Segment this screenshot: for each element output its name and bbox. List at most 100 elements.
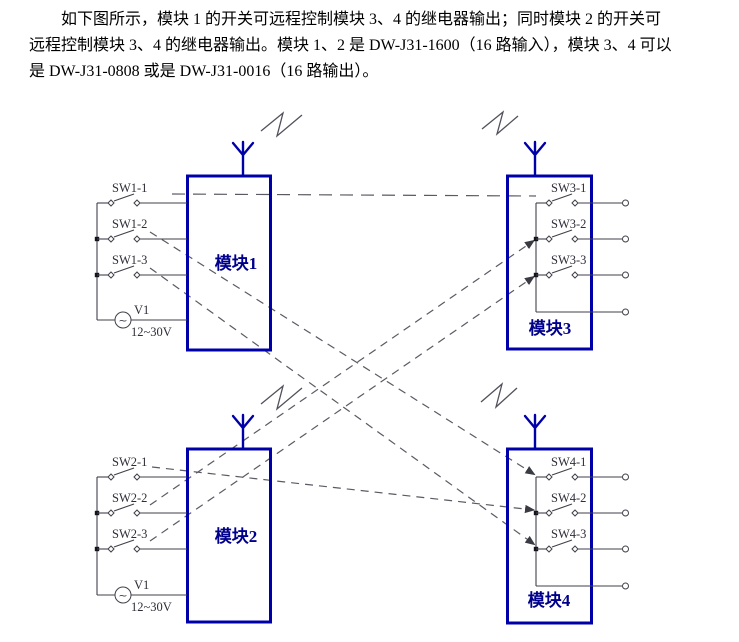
relay-sw3-2: SW3-2: [536, 217, 629, 243]
wireless-link-sw2-3-to-sw3-3: [149, 275, 535, 542]
antenna-icon: [523, 413, 547, 451]
power-label: V1: [134, 303, 149, 317]
switch-sw2-2: SW2-2: [97, 491, 187, 517]
switch-contact: [107, 545, 115, 553]
switch-blade: [551, 265, 573, 274]
switch-contact: [571, 199, 579, 207]
switch-label: SW1-2: [112, 217, 147, 231]
switch-label: SW3-3: [551, 253, 586, 267]
wireless-link-sw1-1-to-sw3-1: [171, 193, 537, 197]
source-symbol: ~: [118, 314, 127, 327]
switch-contact: [545, 473, 553, 481]
module-3-box: [506, 174, 593, 351]
switch-label: SW4-1: [551, 455, 586, 469]
relay-sw4-1: SW4-1: [536, 455, 629, 481]
relay-sw4-3: SW4-3: [536, 527, 629, 553]
module-3: 模块3 SW3-1 SW3-2: [481, 110, 629, 351]
module-4: 模块4 SW4-1 SW4-2: [480, 382, 629, 625]
power-label: V1: [134, 578, 149, 592]
module-3-label: 模块3: [529, 318, 572, 338]
rf-signal-icon: [480, 382, 518, 409]
switch-contact: [545, 509, 553, 517]
switch-contact: [571, 271, 579, 279]
intro-line: 远程控制模块 3、4 的继电器输出。模块 1、2 是 DW-J31-1600（1…: [29, 37, 672, 54]
module-2-box: [186, 447, 272, 624]
power-range: 12~30V: [131, 325, 172, 339]
switch-contact: [545, 235, 553, 243]
intro-paragraph: 如下图所示，模块 1 的开关可远程控制模块 3、4 的继电器输出；同时模块 2 …: [29, 7, 735, 85]
module-1-label: 模块1: [215, 253, 258, 273]
switch-label: SW2-2: [112, 491, 147, 505]
switch-blade: [551, 193, 573, 202]
switch-sw1-2: SW1-2: [97, 217, 187, 243]
switch-contact: [545, 199, 553, 207]
switch-blade: [113, 539, 135, 548]
power-range: 12~30V: [131, 600, 172, 614]
switch-blade: [551, 539, 573, 548]
switch-contact: [545, 545, 553, 553]
intro-line: 是 DW-J31-0808 或是 DW-J31-0016（16 路输出）。: [29, 63, 379, 80]
switch-blade: [551, 503, 573, 512]
power-source-v1: ~ V1 12~30V: [97, 578, 187, 614]
antenna-icon: [523, 140, 547, 178]
intro-line: 如下图所示，模块 1 的开关可远程控制模块 3、4 的继电器输出；同时模块 2 …: [61, 11, 662, 28]
switch-blade: [113, 229, 135, 238]
source-symbol: ~: [118, 589, 127, 602]
switch-label: SW1-1: [112, 181, 147, 195]
switch-contact: [571, 235, 579, 243]
relay-sw3-1: SW3-1: [536, 181, 629, 207]
switch-label: SW2-3: [112, 527, 147, 541]
output-terminal: [622, 235, 629, 243]
wireless-link-sw2-1-to-sw4-2: [151, 466, 536, 514]
module-1-box: [186, 174, 272, 352]
rf-signal-icon: [260, 111, 303, 138]
wireless-link-sw1-3-to-sw4-3: [149, 267, 536, 546]
common-line: [536, 308, 629, 316]
switch-contact: [571, 473, 579, 481]
switch-blade: [113, 265, 135, 274]
switch-contact: [571, 509, 579, 517]
output-terminal: [622, 473, 629, 481]
antenna-icon: [231, 140, 255, 178]
switch-contact: [571, 545, 579, 553]
switch-contact: [107, 271, 115, 279]
switch-blade: [551, 467, 573, 476]
output-terminal: [622, 199, 629, 207]
switch-blade: [113, 467, 135, 476]
module-2-label: 模块2: [215, 526, 258, 546]
switch-contact: [133, 199, 141, 207]
wireless-links: [149, 193, 537, 546]
rf-signal-icon: [260, 384, 303, 411]
switch-label: SW4-3: [551, 527, 586, 541]
switch-contact: [133, 473, 141, 481]
switch-sw1-1: SW1-1: [97, 181, 187, 207]
switch-label: SW2-1: [112, 455, 147, 469]
switch-sw2-1: SW2-1: [97, 455, 187, 481]
switch-contact: [133, 235, 141, 243]
switch-contact: [133, 545, 141, 553]
wireless-link-sw2-2-to-sw3-2: [149, 239, 535, 506]
common-line: [536, 582, 629, 590]
power-source-v1: ~ V1 12~30V: [97, 303, 187, 339]
switch-sw2-3: SW2-3: [97, 527, 187, 553]
switch-contact: [107, 509, 115, 517]
switch-contact: [107, 473, 115, 481]
switch-contact: [133, 271, 141, 279]
output-terminal: [622, 308, 629, 316]
relay-sw3-3: SW3-3: [536, 253, 629, 279]
output-terminal: [622, 271, 629, 279]
antenna-icon: [231, 413, 255, 451]
switch-blade: [551, 229, 573, 238]
switch-sw1-3: SW1-3: [97, 253, 187, 279]
switch-contact: [107, 199, 115, 207]
module-1: 模块1 SW1-1 SW1-2: [94, 111, 303, 352]
relay-sw4-2: SW4-2: [536, 491, 629, 517]
switch-blade: [113, 503, 135, 512]
switch-contact: [107, 235, 115, 243]
output-terminal: [622, 509, 629, 517]
output-terminal: [622, 545, 629, 553]
switch-label: SW4-2: [551, 491, 586, 505]
module-4-box: [506, 447, 593, 625]
